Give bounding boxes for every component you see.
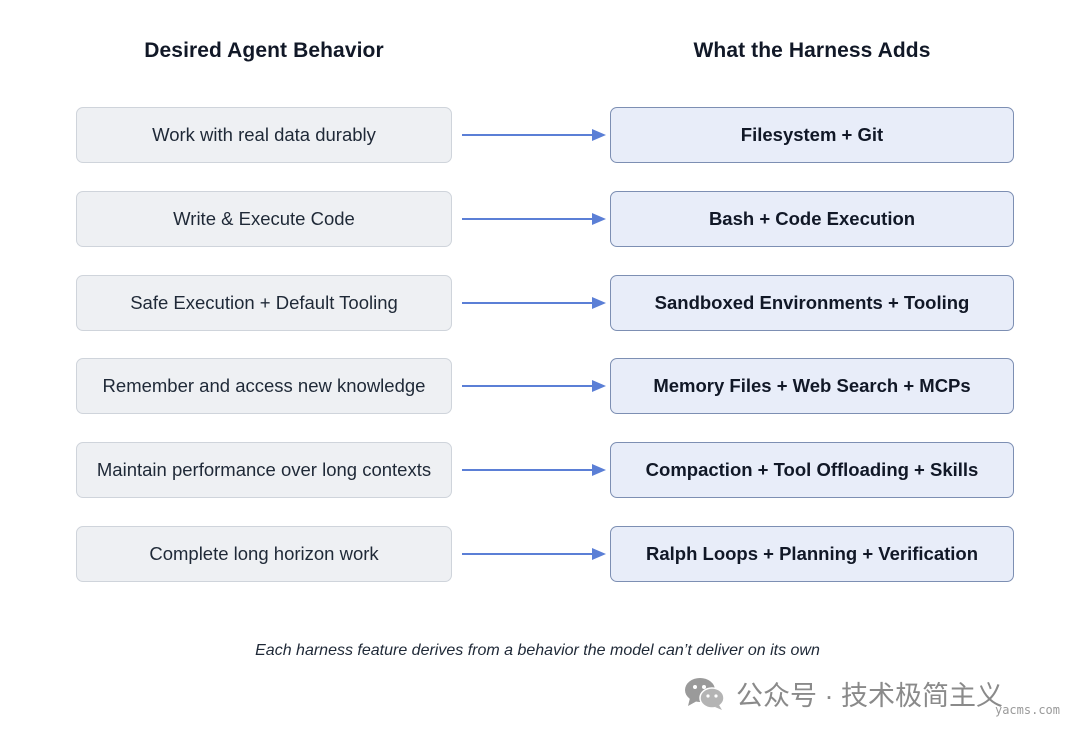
feature-box: Memory Files + Web Search + MCPs	[610, 358, 1014, 414]
mapping-row: Write & Execute Code Bash + Code Executi…	[0, 191, 1080, 247]
feature-box: Compaction + Tool Offloading + Skills	[610, 442, 1014, 498]
mapping-row: Maintain performance over long contexts …	[0, 442, 1080, 498]
behavior-box: Write & Execute Code	[76, 191, 452, 247]
behavior-box: Safe Execution + Default Tooling	[76, 275, 452, 331]
behavior-box: Work with real data durably	[76, 107, 452, 163]
arrow-right-icon	[462, 297, 606, 309]
arrow-right-icon	[462, 380, 606, 392]
mapping-row: Remember and access new knowledge Memory…	[0, 358, 1080, 414]
feature-box: Filesystem + Git	[610, 107, 1014, 163]
site-watermark: yacms.com	[994, 703, 1060, 717]
mapping-row: Work with real data durably Filesystem +…	[0, 107, 1080, 163]
behavior-box: Complete long horizon work	[76, 526, 452, 582]
feature-box: Ralph Loops + Planning + Verification	[610, 526, 1014, 582]
behavior-box: Remember and access new knowledge	[76, 358, 452, 414]
behavior-box: Maintain performance over long contexts	[76, 442, 452, 498]
mapping-row: Safe Execution + Default Tooling Sandbox…	[0, 275, 1080, 331]
feature-box: Bash + Code Execution	[610, 191, 1014, 247]
arrow-right-icon	[462, 129, 606, 141]
arrow-right-icon	[462, 213, 606, 225]
mapping-row: Complete long horizon work Ralph Loops +…	[0, 526, 1080, 582]
watermark: 公众号 · 技术极简主义	[684, 674, 1003, 712]
wechat-icon	[685, 678, 725, 710]
feature-box: Sandboxed Environments + Tooling	[610, 275, 1014, 331]
diagram-caption: Each harness feature derives from a beha…	[255, 642, 820, 659]
header-desired-agent-behavior: Desired Agent Behavior	[144, 39, 384, 62]
arrow-right-icon	[462, 464, 606, 476]
watermark-text: 公众号 · 技术极简主义	[736, 680, 1003, 711]
arrow-right-icon	[462, 548, 606, 560]
header-what-the-harness-adds: What the Harness Adds	[693, 39, 931, 62]
